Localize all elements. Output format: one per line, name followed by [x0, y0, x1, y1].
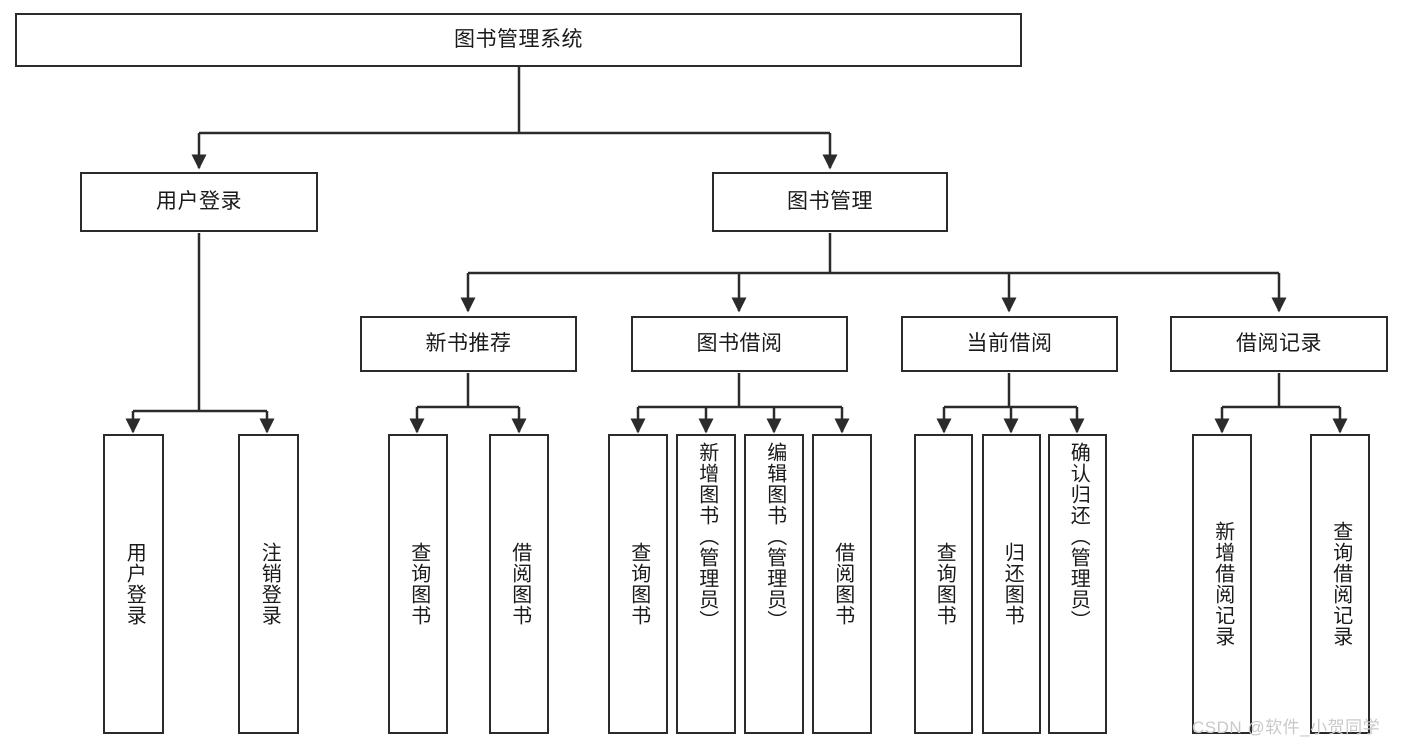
node-leaf-query-record[interactable]: 查询借阅记录 [1310, 434, 1370, 734]
node-leaf-confirm-return[interactable]: 确认归还（管理员） [1048, 434, 1107, 734]
node-leaf-query-book-3-label: 查询图书 [933, 542, 956, 626]
node-leaf-borrow-book-2-label: 借阅图书 [831, 542, 854, 626]
node-book-manage[interactable]: 图书管理 [712, 172, 948, 232]
node-current-borrow[interactable]: 当前借阅 [901, 316, 1118, 372]
node-leaf-borrow-book-2[interactable]: 借阅图书 [812, 434, 872, 734]
node-leaf-query-book-3[interactable]: 查询图书 [914, 434, 973, 734]
node-leaf-logout-login[interactable]: 注销登录 [238, 434, 299, 734]
node-leaf-add-book[interactable]: 新增图书（管理员） [676, 434, 736, 734]
node-leaf-query-book-1[interactable]: 查询图书 [388, 434, 448, 734]
node-leaf-query-book-1-label: 查询图书 [407, 542, 430, 626]
node-user-login[interactable]: 用户登录 [80, 172, 318, 232]
node-leaf-query-book-2[interactable]: 查询图书 [608, 434, 668, 734]
node-new-book-recommend[interactable]: 新书推荐 [360, 316, 577, 372]
node-leaf-return-book-label: 归还图书 [1001, 542, 1024, 626]
node-leaf-borrow-book-1-label: 借阅图书 [508, 542, 531, 626]
node-borrow-record-label: 借阅记录 [1236, 331, 1322, 355]
node-borrow-record[interactable]: 借阅记录 [1170, 316, 1388, 372]
node-leaf-borrow-book-1[interactable]: 借阅图书 [489, 434, 549, 734]
csdn-watermark: CSDN @软件_小贺同学 [1192, 718, 1381, 737]
node-root[interactable]: 图书管理系统 [15, 13, 1022, 67]
node-leaf-query-record-label: 查询借阅记录 [1329, 521, 1352, 647]
node-leaf-logout-login-label: 注销登录 [258, 542, 281, 626]
node-leaf-add-record[interactable]: 新增借阅记录 [1192, 434, 1252, 734]
node-leaf-query-book-2-label: 查询图书 [627, 542, 650, 626]
node-leaf-user-login-label: 用户登录 [123, 542, 146, 626]
node-current-borrow-label: 当前借阅 [966, 331, 1053, 355]
node-leaf-add-book-label: 新增图书（管理员） [695, 442, 718, 631]
node-leaf-edit-book[interactable]: 编辑图书（管理员） [744, 434, 804, 734]
node-book-borrow[interactable]: 图书借阅 [631, 316, 848, 372]
node-leaf-edit-book-label: 编辑图书（管理员） [763, 442, 786, 631]
node-leaf-user-login[interactable]: 用户登录 [103, 434, 164, 734]
node-new-book-recommend-label: 新书推荐 [425, 331, 512, 355]
node-leaf-add-record-label: 新增借阅记录 [1211, 521, 1234, 647]
node-book-manage-label: 图书管理 [787, 189, 873, 213]
node-leaf-return-book[interactable]: 归还图书 [982, 434, 1041, 734]
node-book-borrow-label: 图书借阅 [696, 331, 783, 355]
node-root-label: 图书管理系统 [454, 27, 583, 51]
node-leaf-confirm-return-label: 确认归还（管理员） [1067, 442, 1090, 631]
node-user-login-label: 用户登录 [156, 189, 242, 213]
